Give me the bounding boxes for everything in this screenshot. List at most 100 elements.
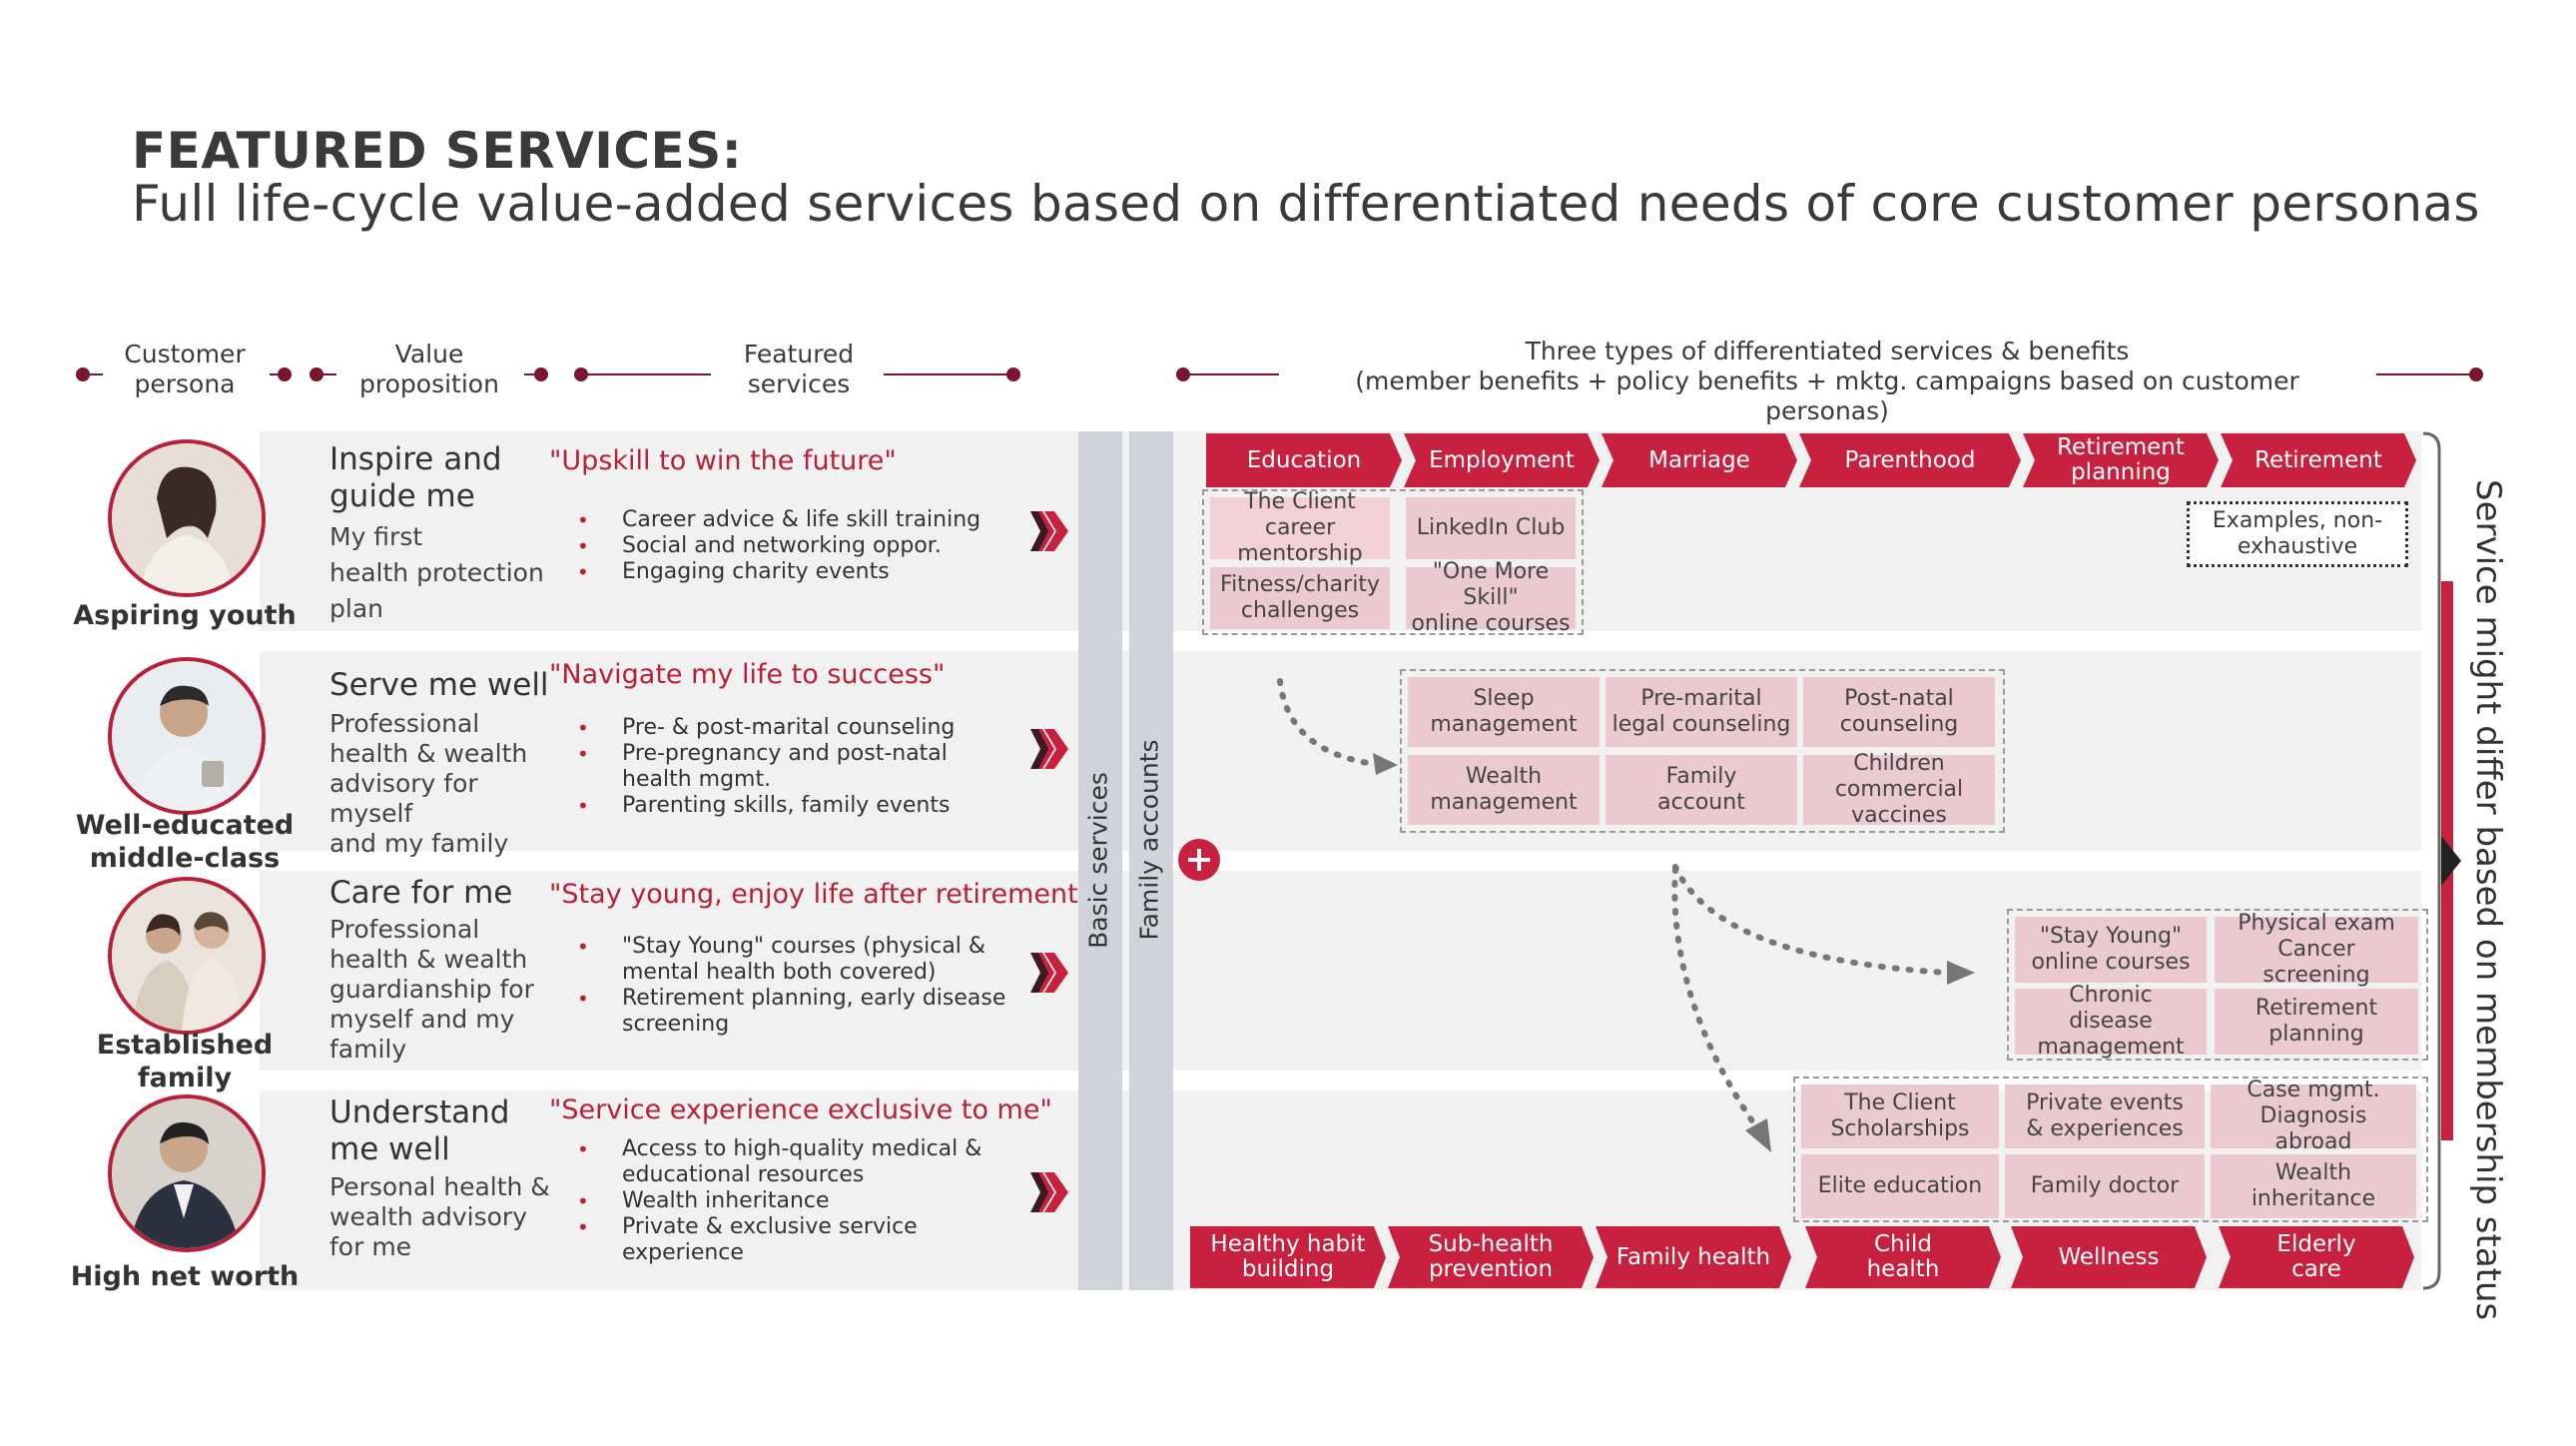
avatar-high-net-worth	[108, 1094, 266, 1252]
col-header-persona: Customer persona	[124, 340, 246, 398]
header-line	[884, 373, 1013, 375]
service-item: Family account	[1606, 755, 1797, 825]
service-item: Post-natal counseling	[1803, 677, 1995, 747]
service-group-hnw: The Client Scholarships Private events &…	[1793, 1077, 2428, 1222]
chevron-arrow-icon	[1030, 511, 1068, 551]
fs-item: Access to high-quality medical & educati…	[577, 1136, 1046, 1188]
header-line	[581, 373, 711, 375]
basic-services-bar: Basic services	[1078, 431, 1122, 1290]
stage-parenthood: Parenthood	[1799, 433, 2021, 487]
service-group-middle: Sleep management Pre-marital legal couns…	[1400, 669, 2005, 833]
chevron-arrow-icon	[1030, 953, 1068, 993]
header-line	[317, 373, 336, 375]
fs-item: Pre-pregnancy and post-natal health mgmt…	[577, 741, 1046, 793]
vp-desc: Professional health & wealth advisory fo…	[329, 709, 528, 858]
stage-education: Education	[1206, 433, 1402, 487]
fs-list: "Stay Young" courses (physical & mental …	[577, 934, 1046, 1038]
service-item: Family doctor	[2005, 1154, 2205, 1218]
service-group-family: "Stay Young" online courses Physical exa…	[2007, 909, 2428, 1061]
header-line	[83, 373, 103, 375]
col-header-types-sub: (member benefits + policy benefits + mkt…	[1355, 366, 2299, 425]
family-accounts-bar: Family accounts	[1129, 431, 1173, 1290]
service-item: Pre-marital legal counseling	[1606, 677, 1797, 747]
fs-item: Career advice & life skill training	[577, 507, 1046, 533]
right-bracket	[2422, 431, 2461, 1290]
examples-note: Examples, non- exhaustive	[2187, 501, 2408, 567]
fs-title: "Navigate my life to success"	[549, 659, 946, 690]
stage-sub-health: Sub-health prevention	[1388, 1226, 1594, 1288]
header-line	[1183, 373, 1279, 375]
service-item: LinkedIn Club	[1406, 497, 1576, 559]
family-accounts-label: Family accounts	[1134, 739, 1164, 941]
fs-item: Private & exclusive service experience	[577, 1214, 1046, 1266]
service-item: The Client Scholarships	[1801, 1084, 1999, 1148]
vp-desc: Personal health & wealth advisory for me	[329, 1172, 550, 1261]
avatar-established-family	[108, 877, 266, 1035]
fs-list: Pre- & post-marital counseling Pre-pregn…	[577, 715, 1046, 819]
col-header-types: Three types of differentiated services &…	[1525, 337, 2130, 365]
page-subtitle: Full life-cycle value-added services bas…	[132, 175, 2480, 233]
header-dot	[1006, 367, 1020, 381]
service-item: Retirement planning	[2215, 989, 2418, 1055]
vp-title: Serve me well	[329, 667, 549, 703]
fs-item: Wealth inheritance	[577, 1188, 1046, 1214]
header-line	[2376, 373, 2476, 375]
vp-title: Inspire and guide me	[329, 441, 502, 514]
service-item: Case mgmt. Diagnosis abroad	[2211, 1078, 2416, 1154]
persona-name: Well-educated middle-class	[75, 810, 295, 874]
fs-item: Retirement planning, early disease scree…	[577, 986, 1046, 1038]
chevron-arrow-icon	[1030, 1172, 1068, 1212]
service-item: Wealth management	[1408, 755, 1600, 825]
avatar-middle-class	[108, 657, 266, 815]
service-item: Children commercial vaccines	[1803, 751, 1995, 828]
service-item: Wealth inheritance	[2211, 1154, 2416, 1218]
stage-wellness: Wellness	[2011, 1226, 2207, 1288]
persona-name: High net worth	[70, 1261, 300, 1292]
fs-item: "Stay Young" courses (physical & mental …	[577, 934, 1046, 986]
fs-item: Pre- & post-marital counseling	[577, 715, 1046, 741]
service-item: Elite education	[1801, 1154, 1999, 1218]
stage-marriage: Marriage	[1602, 433, 1797, 487]
fs-item: Social and networking oppor.	[577, 533, 1046, 559]
service-item: Fitness/charity challenges	[1210, 567, 1390, 629]
stage-family-health: Family health	[1596, 1226, 1791, 1288]
service-item: "One More Skill" online courses	[1406, 559, 1576, 636]
fs-item: Engaging charity events	[577, 559, 1046, 585]
fs-title: "Service experience exclusive to me"	[549, 1094, 1052, 1125]
header-dot	[278, 367, 292, 381]
service-item: "Stay Young" online courses	[2015, 917, 2207, 983]
avatar-youth	[108, 439, 266, 597]
stage-elderly-care: Elderly care	[2219, 1226, 2414, 1288]
fs-list: Career advice & life skill training Soci…	[577, 507, 1046, 585]
stage-employment: Employment	[1404, 433, 1600, 487]
fs-list: Access to high-quality medical & educati…	[577, 1136, 1046, 1266]
membership-note: Service might differ based on membership…	[2468, 479, 2508, 1321]
stage-healthy-habit: Healthy habit building	[1190, 1226, 1386, 1288]
fs-title: "Stay young, enjoy life after retirement…	[549, 879, 1091, 910]
vp-desc: My first health protection plan	[329, 522, 544, 623]
vp-title: Care for me	[329, 875, 513, 911]
fs-item: Parenting skills, family events	[577, 793, 1046, 819]
col-header-featured: Featured services	[743, 340, 855, 398]
fs-title: "Upskill to win the future"	[549, 445, 897, 476]
col-header-value: Value proposition	[359, 340, 499, 398]
persona-name: Aspiring youth	[73, 600, 297, 631]
dotted-arrow-icon	[1277, 678, 1975, 1152]
chevron-arrow-icon	[1030, 729, 1068, 769]
persona-name: Established family	[96, 1030, 274, 1093]
basic-services-label: Basic services	[1083, 772, 1113, 949]
stage-retirement-planning: Retirement planning	[2023, 433, 2219, 487]
page-title: FEATURED SERVICES:	[132, 122, 743, 180]
stage-retirement: Retirement	[2221, 433, 2416, 487]
vp-desc: Professional health & wealth guardianshi…	[329, 915, 534, 1064]
vp-title: Understand me well	[329, 1094, 510, 1167]
plus-icon	[1178, 839, 1220, 881]
service-item: Sleep management	[1408, 677, 1600, 747]
service-group-youth: The Client career mentorship LinkedIn Cl…	[1202, 489, 1584, 636]
service-item: Physical exam Cancer screening	[2215, 911, 2418, 988]
service-item: The Client career mentorship	[1210, 489, 1390, 566]
service-item: Private events & experiences	[2005, 1084, 2205, 1148]
stage-child-health: Child health	[1805, 1226, 2001, 1288]
header-dot	[2469, 367, 2483, 381]
header-dot	[534, 367, 548, 381]
